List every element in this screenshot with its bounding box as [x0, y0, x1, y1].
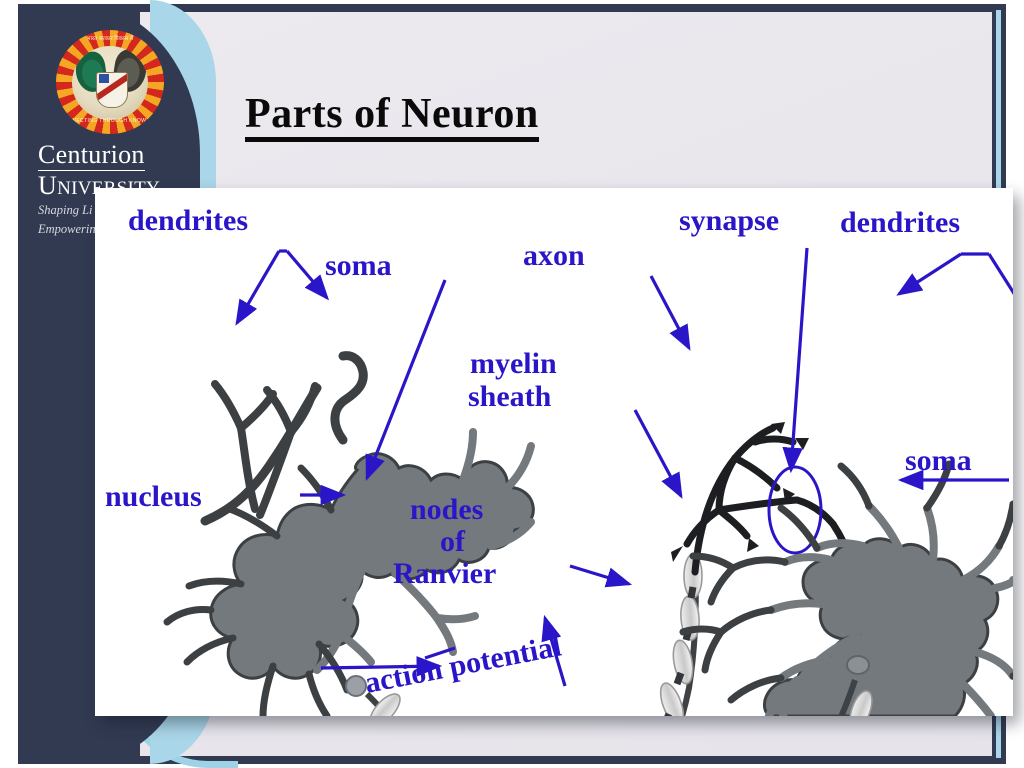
university-logo: भारत सरकार विकास से CONNECTING THROUGH K…	[38, 28, 178, 236]
label-soma-left: soma	[325, 249, 392, 282]
university-tagline-line2: Empowerin	[38, 221, 96, 236]
label-nucleus: nucleus	[105, 480, 202, 513]
crest-top-text: भारत सरकार विकास से	[86, 36, 134, 42]
right-neuron	[679, 460, 1013, 716]
label-leader-lines	[235, 247, 1013, 687]
label-nodes-line1: nodes	[410, 493, 483, 526]
label-axon: axon	[523, 239, 585, 272]
crest-ring-text: CONNECTING THROUGH KNOWLEDGE	[60, 118, 160, 124]
label-soma-right: soma	[905, 444, 972, 477]
crest-emblem	[72, 46, 148, 120]
left-neuron-soma	[163, 428, 535, 716]
university-name-line2: UNIVERSITY	[38, 170, 178, 200]
page-title: Parts of Neuron	[245, 92, 539, 143]
label-myelin-sheath-line2: sheath	[468, 380, 552, 413]
label-dendrites-left: dendrites	[128, 204, 248, 237]
label-nodes-line3: Ranvier	[393, 557, 496, 590]
label-synapse: synapse	[679, 204, 779, 237]
neuron-diagram-image: dendrites soma nucleus axon myelin sheat…	[95, 188, 1013, 716]
right-nucleus-shape	[846, 655, 870, 675]
shield-icon	[96, 72, 128, 108]
label-guide-lines	[279, 249, 989, 660]
university-tagline-line1: Shaping Li	[38, 202, 93, 217]
label-dendrites-right: dendrites	[840, 206, 960, 239]
axon-terminal-buttons	[671, 422, 809, 562]
university-crest-icon: भारत सरकार विकास से CONNECTING THROUGH K…	[50, 28, 170, 136]
nucleus-shape	[345, 675, 367, 697]
label-myelin-sheath-line1: myelin	[470, 347, 557, 380]
neuron-diagram-svg: dendrites soma nucleus axon myelin sheat…	[95, 188, 1013, 716]
university-name-line1: Centurion	[38, 140, 145, 171]
university-name-line2-initial: U	[38, 170, 58, 200]
university-name-line2-rest: NIVERSITY	[57, 177, 161, 199]
label-nodes-line2: of	[440, 525, 466, 558]
